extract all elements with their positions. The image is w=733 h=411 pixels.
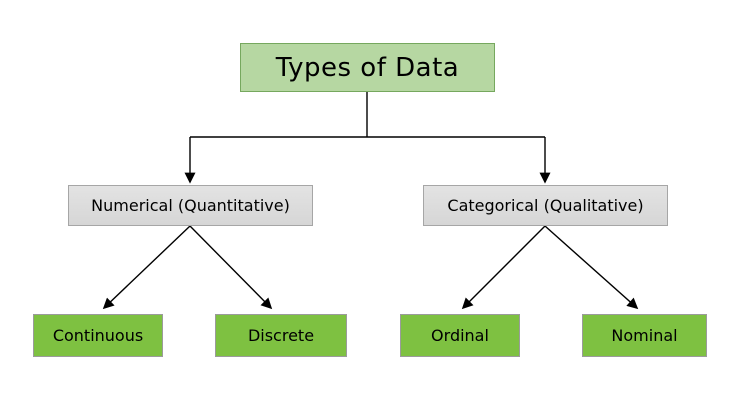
connector-to-continuous bbox=[102, 225, 191, 310]
connector-to-discrete bbox=[189, 225, 273, 310]
node-continuous-label: Continuous bbox=[52, 326, 144, 345]
node-categorical-label: Categorical (Qualitative) bbox=[447, 196, 644, 215]
connector-to-nominal bbox=[544, 225, 639, 310]
node-discrete-label: Discrete bbox=[247, 326, 315, 345]
connector-to-ordinal bbox=[461, 225, 546, 310]
node-categorical: Categorical (Qualitative) bbox=[423, 185, 668, 226]
node-ordinal-label: Ordinal bbox=[431, 326, 489, 345]
node-continuous: Continuous bbox=[33, 314, 163, 357]
node-types-of-data-label: Types of Data bbox=[275, 52, 460, 83]
node-nominal: Nominal bbox=[582, 314, 707, 357]
node-nominal-label: Nominal bbox=[611, 326, 678, 345]
node-types-of-data: Types of Data bbox=[240, 43, 495, 92]
node-discrete: Discrete bbox=[215, 314, 347, 357]
node-ordinal: Ordinal bbox=[400, 314, 520, 357]
node-numerical: Numerical (Quantitative) bbox=[68, 185, 313, 226]
node-numerical-label: Numerical (Quantitative) bbox=[91, 196, 290, 215]
